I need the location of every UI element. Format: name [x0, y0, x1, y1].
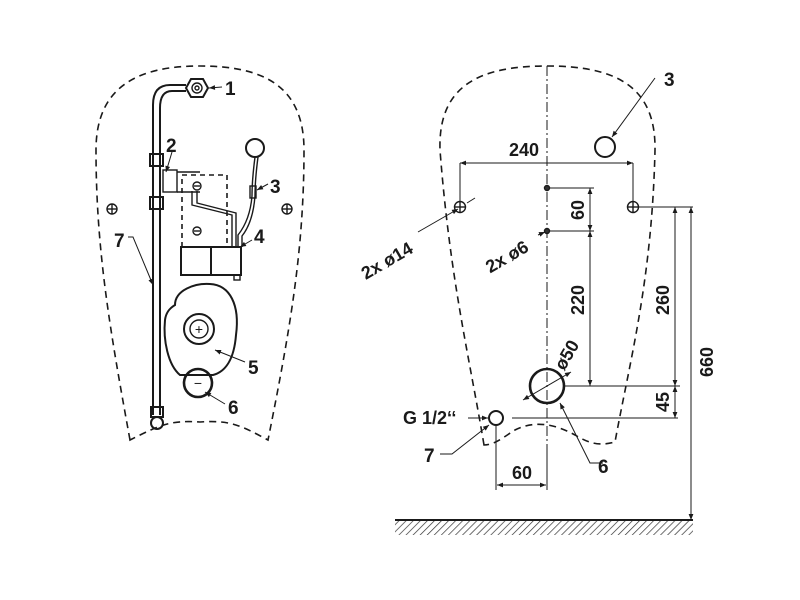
callout-1: 1 [225, 79, 236, 100]
label-thread: G 1/2‘‘ [403, 408, 456, 428]
dim-45: 45 [653, 392, 673, 412]
bracket [181, 174, 228, 248]
callout-7: 7 [424, 446, 435, 467]
mount-hole-left [106, 203, 118, 215]
callout-5: 5 [248, 358, 259, 379]
callout-2: 2 [166, 136, 177, 157]
sensor [245, 138, 265, 158]
dim-60-horizontal: 60 [512, 463, 532, 483]
dim-260: 260 [653, 285, 673, 315]
dim-660: 660 [697, 347, 717, 377]
plus-symbol: + [195, 321, 203, 337]
label-2x-d14: 2x ø14 [358, 238, 417, 283]
supply-hole [488, 410, 504, 426]
right-view: 240 60 220 260 45 660 60 2x ø14 2x ø6 ø5… [358, 65, 717, 535]
supply-pipe [152, 84, 186, 415]
label-2x-d6: 2x ø6 [482, 237, 532, 277]
mount-hole-left [453, 200, 467, 214]
callout-3: 3 [270, 177, 281, 198]
mount-hole-right [626, 200, 640, 214]
small-hole-top [543, 184, 551, 192]
callout-3: 3 [664, 70, 675, 91]
floor-hatch [395, 520, 693, 535]
control-box [180, 246, 212, 276]
sensor-hole [594, 136, 616, 158]
dim-220: 220 [568, 285, 588, 315]
small-hole-bottom [543, 227, 551, 235]
mount-hole-right [281, 203, 293, 215]
minus-symbol: − [194, 375, 202, 391]
label-d50: ø50 [550, 337, 583, 374]
left-view: + − 1 2 3 4 5 6 7 [95, 65, 305, 442]
callout-7: 7 [114, 231, 125, 252]
callout-6: 6 [598, 457, 609, 478]
callout-4: 4 [254, 227, 265, 248]
urinal-outline-left [95, 65, 305, 442]
drain-outlet [182, 367, 214, 399]
drain-module [163, 282, 238, 376]
dim-60-vertical: 60 [568, 200, 588, 220]
supply-nut [184, 78, 210, 98]
dim-240: 240 [509, 140, 539, 160]
urinal-outline-right [439, 65, 656, 446]
callout-6: 6 [228, 398, 239, 419]
